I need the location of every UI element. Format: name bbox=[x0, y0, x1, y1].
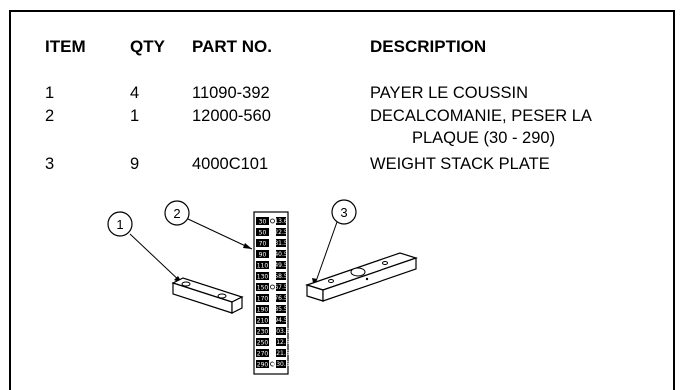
decal-right-value: 76.5 bbox=[274, 295, 288, 302]
decal-right-value: 67.5 bbox=[274, 284, 288, 291]
decal-right-value: 94.5 bbox=[274, 317, 288, 324]
leader-line-1 bbox=[129, 233, 184, 285]
decal-left-value: 130 bbox=[257, 273, 269, 280]
row-3-item: 3 bbox=[45, 155, 55, 173]
seat-pad-part bbox=[171, 277, 244, 314]
decal-left-box bbox=[256, 261, 269, 269]
weight-stack-plate-part bbox=[305, 252, 418, 302]
decal-left-box bbox=[256, 283, 269, 291]
decal-right-box bbox=[276, 272, 286, 280]
decal-left-box bbox=[256, 239, 269, 247]
row-2-part: 12000-560 bbox=[192, 107, 271, 125]
row-1-part: 11090-392 bbox=[192, 84, 270, 102]
decal-right-value: 103.5 bbox=[272, 328, 289, 335]
header-qty: QTY bbox=[130, 37, 165, 56]
decal-left-value: 210 bbox=[257, 317, 269, 324]
decal-right-box bbox=[276, 217, 286, 225]
decal-left-value: 50 bbox=[259, 229, 267, 236]
parts-list-frame bbox=[9, 10, 675, 390]
decal-right-value: 31.5 bbox=[274, 240, 288, 247]
row-1-description: PAYER LE COUSSIN bbox=[370, 84, 529, 102]
row-1-item: 1 bbox=[45, 84, 55, 102]
row-3-qty: 9 bbox=[130, 155, 140, 173]
parts-illustration: 1 2 30 13.6 50 22.5 70 31.5 90 40.5 110 49.5 130 58… bbox=[107, 199, 418, 375]
decal-right-box bbox=[276, 360, 286, 368]
decal-right-box bbox=[276, 316, 286, 324]
decal-left-box bbox=[256, 272, 269, 280]
decal-right-box bbox=[276, 349, 286, 357]
callout-number-2: 2 bbox=[173, 206, 180, 221]
decal-right-box bbox=[276, 239, 286, 247]
callout-circle-2 bbox=[164, 200, 190, 226]
callout-circle-3 bbox=[331, 199, 357, 225]
decal-left-value: 290 bbox=[257, 361, 269, 368]
header-part-no: PART NO. bbox=[192, 37, 272, 56]
decal-left-value: 190 bbox=[257, 306, 269, 313]
decal-dot bbox=[270, 361, 275, 367]
header-item: ITEM bbox=[45, 37, 86, 56]
decal-left-box bbox=[256, 294, 269, 302]
row-3-part: 4000C101 bbox=[192, 155, 269, 173]
decal-right-value: 58.5 bbox=[274, 273, 288, 280]
decal-left-box bbox=[256, 316, 269, 324]
decal-right-box bbox=[276, 261, 286, 269]
row-1-qty: 4 bbox=[130, 84, 140, 102]
decal-left-box bbox=[256, 338, 269, 346]
leader-line-2 bbox=[187, 218, 253, 250]
decal-left-box bbox=[256, 360, 269, 368]
decal-left-value: 170 bbox=[257, 295, 269, 302]
decal-left-box bbox=[256, 327, 269, 335]
decal-left-value: 70 bbox=[259, 240, 267, 247]
decal-left-value: 270 bbox=[257, 350, 269, 357]
decal-right-value: 40.5 bbox=[274, 251, 288, 258]
decal-dot bbox=[270, 218, 275, 224]
decal-right-box bbox=[276, 250, 286, 258]
callout-number-3: 3 bbox=[340, 205, 347, 220]
decal-left-box bbox=[256, 250, 269, 258]
decal-left-value: 90 bbox=[259, 251, 267, 258]
row-2-description-line2: PLAQUE (30 - 290) bbox=[412, 129, 556, 147]
decal-right-value: 13.6 bbox=[274, 218, 288, 225]
decal-dot bbox=[270, 284, 275, 290]
decal-left-value: 30 bbox=[259, 218, 267, 225]
decal-left-box bbox=[256, 217, 269, 225]
decal-right-value: 85.5 bbox=[274, 306, 288, 313]
decal-right-value: 49.5 bbox=[274, 262, 288, 269]
decal-left-value: 250 bbox=[257, 339, 269, 346]
decal-left-box bbox=[256, 305, 269, 313]
decal-right-box bbox=[276, 305, 286, 313]
row-2-qty: 1 bbox=[130, 107, 140, 125]
row-2-description: DECALCOMANIE, PESER LA bbox=[370, 107, 592, 125]
header-description: DESCRIPTION bbox=[370, 37, 487, 56]
decal-left-value: 150 bbox=[257, 284, 269, 291]
callout-number-1: 1 bbox=[116, 217, 123, 232]
leader-arrow-2 bbox=[243, 243, 252, 249]
decal-right-value: 22.5 bbox=[274, 229, 288, 236]
decal-left-box bbox=[256, 228, 269, 236]
decal-right-value: 112.5 bbox=[272, 339, 289, 346]
decal-right-value: 130.5 bbox=[272, 361, 289, 368]
decal-left-box bbox=[256, 349, 269, 357]
decal-rows: 30 13.6 50 22.5 70 31.5 90 40.5 110 49.5 130 58.5 15… bbox=[256, 217, 290, 368]
decal-right-box bbox=[276, 327, 286, 335]
decal-right-value: 121.5 bbox=[272, 350, 289, 357]
decal-left-value: 110 bbox=[257, 262, 269, 269]
decal-right-box bbox=[276, 228, 286, 236]
leader-line-3 bbox=[313, 221, 338, 288]
decal-right-box bbox=[276, 338, 286, 346]
row-3-description: WEIGHT STACK PLATE bbox=[370, 155, 550, 173]
decal-right-box bbox=[276, 283, 286, 291]
callout-circle-1 bbox=[107, 211, 133, 237]
decal-left-value: 230 bbox=[257, 328, 269, 335]
row-2-item: 2 bbox=[45, 107, 55, 125]
decal-right-box bbox=[276, 294, 286, 302]
